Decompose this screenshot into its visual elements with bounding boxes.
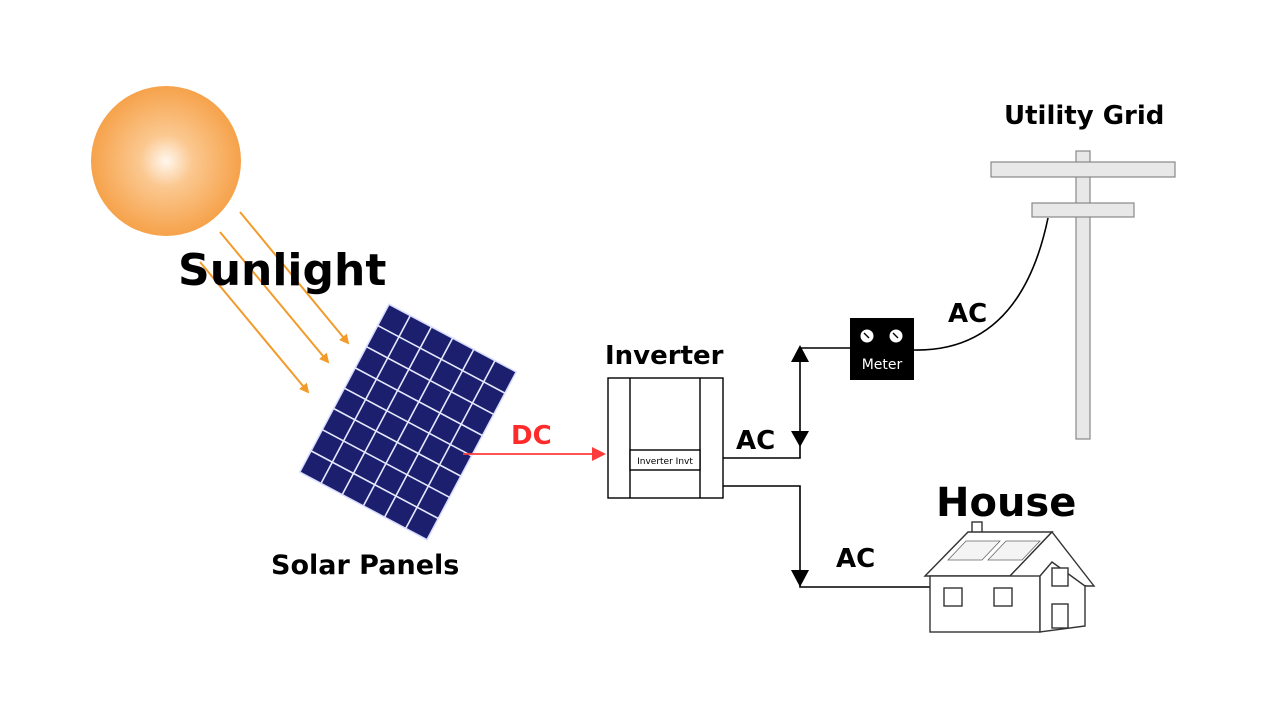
sun-ray xyxy=(239,211,350,345)
meter-label: Meter xyxy=(862,357,903,373)
dc-label: DC xyxy=(511,421,552,451)
ac-house-label: AC xyxy=(836,544,875,574)
ac-arrowheads xyxy=(791,345,809,587)
solar-panels-label: Solar Panels xyxy=(271,550,459,581)
sun-icon xyxy=(91,86,241,236)
ac-wiring xyxy=(723,347,930,588)
ac-grid-label: AC xyxy=(948,299,987,329)
ac-inverter-label: AC xyxy=(736,426,775,456)
arrow-down-icon xyxy=(791,570,809,587)
arrow-up-icon xyxy=(791,345,809,362)
inverter-tag: Inverter Invt xyxy=(637,457,693,467)
house-label: House xyxy=(936,480,1076,526)
utility-pole-icon xyxy=(990,150,1176,440)
sunlight-rays xyxy=(199,211,350,394)
utility-grid-label: Utility Grid xyxy=(1004,101,1164,131)
solar-panel-icon xyxy=(298,303,518,541)
arrow-down-icon xyxy=(791,431,809,447)
sun-ray xyxy=(219,231,330,364)
grid-cable xyxy=(913,217,1049,351)
inverter-label: Inverter xyxy=(605,341,724,371)
sun-ray xyxy=(199,261,310,394)
inverter-icon xyxy=(607,377,724,499)
house-icon xyxy=(923,521,1096,633)
sunlight-label: Sunlight xyxy=(178,245,386,296)
meter-icon xyxy=(850,318,914,380)
